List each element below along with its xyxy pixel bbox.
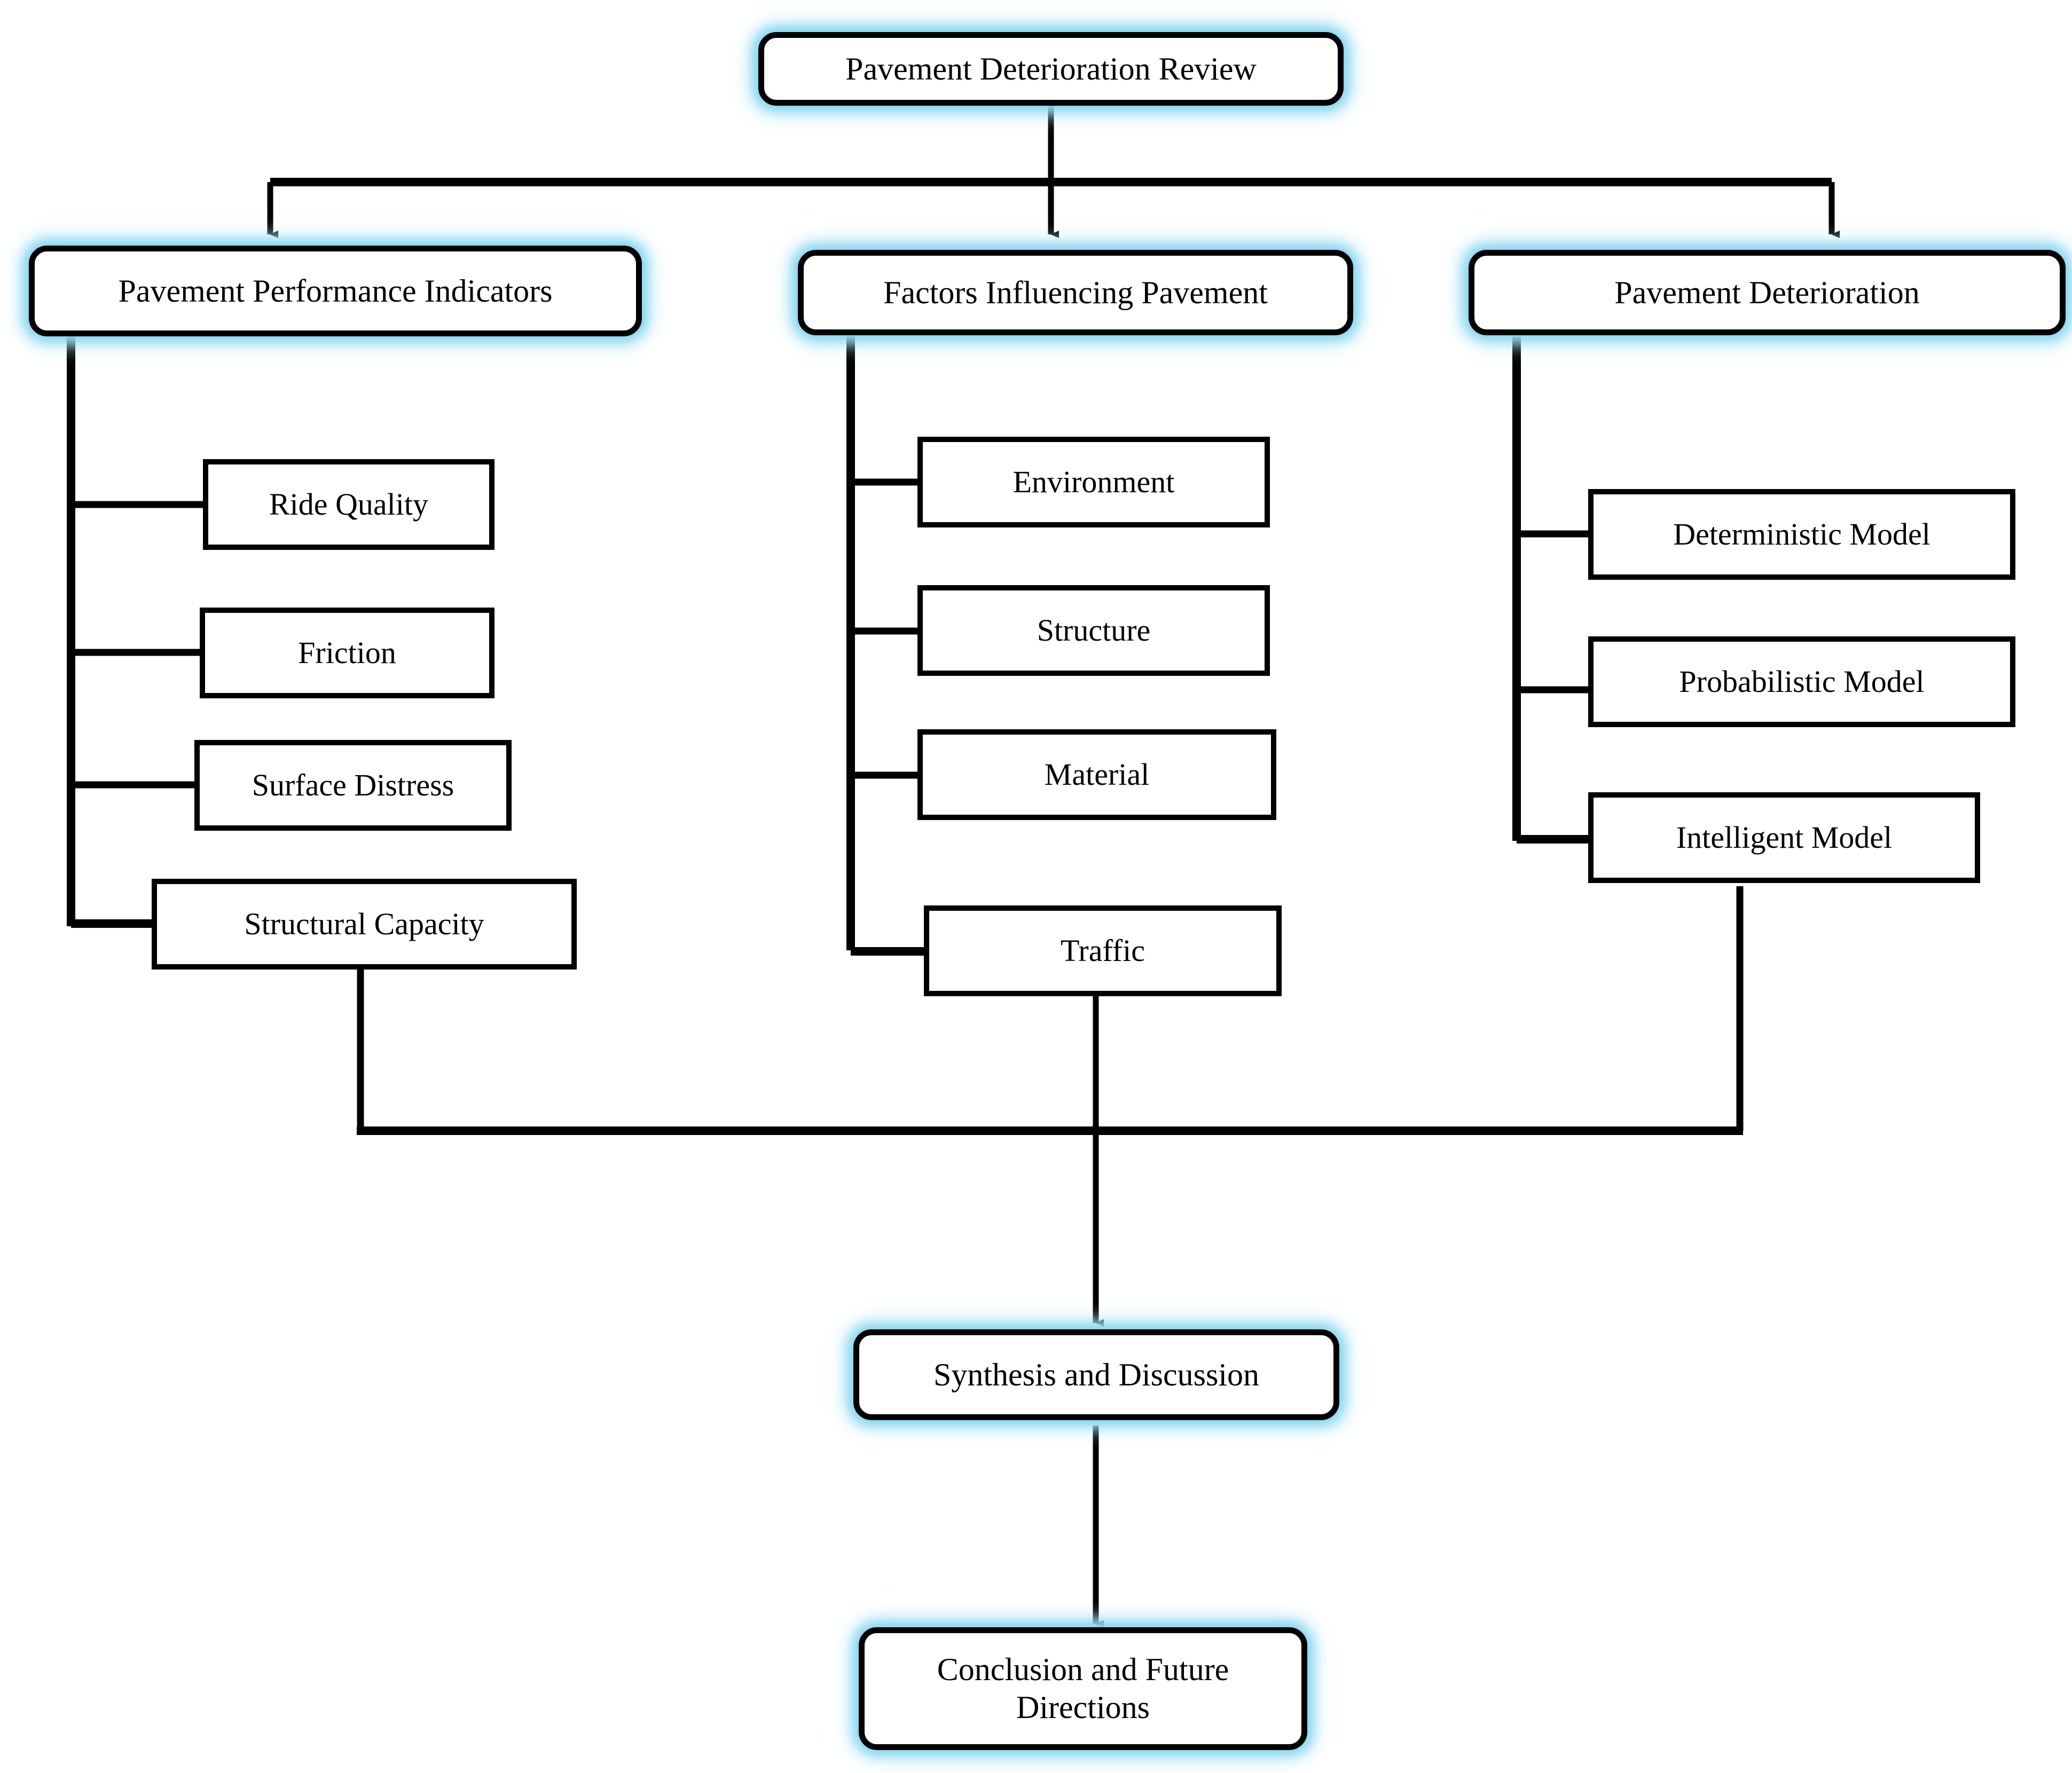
node-probabilistic-model[interactable]: Probabilistic Model — [1588, 636, 2015, 727]
node-label: Deterministic Model — [1673, 516, 1930, 551]
node-label: Surface Distress — [252, 767, 454, 802]
node-label: Material — [1044, 757, 1150, 792]
node-surface-distress[interactable]: Surface Distress — [194, 740, 512, 831]
node-pavement-deterioration-review[interactable]: Pavement Deterioration Review — [758, 32, 1344, 106]
node-traffic[interactable]: Traffic — [924, 905, 1282, 996]
node-label: Pavement Deterioration — [1614, 274, 1920, 310]
node-material[interactable]: Material — [917, 729, 1276, 820]
node-label: Synthesis and Discussion — [933, 1357, 1260, 1392]
node-ride-quality[interactable]: Ride Quality — [203, 459, 495, 550]
node-label: Ride Quality — [269, 486, 428, 522]
node-label: Structural Capacity — [244, 906, 484, 941]
node-label: Structure — [1037, 612, 1151, 648]
node-intelligent-model[interactable]: Intelligent Model — [1588, 792, 1980, 883]
node-label: Intelligent Model — [1676, 819, 1893, 855]
node-label: Conclusion and Future Directions — [937, 1652, 1229, 1725]
node-label: Factors Influencing Pavement — [883, 274, 1268, 310]
node-label: Pavement Performance Indicators — [118, 273, 553, 309]
node-environment[interactable]: Environment — [917, 437, 1270, 527]
node-structure[interactable]: Structure — [917, 585, 1270, 676]
node-label: Friction — [298, 635, 396, 670]
node-label: Traffic — [1061, 933, 1145, 968]
node-label: Environment — [1013, 464, 1175, 499]
node-label: Pavement Deterioration Review — [845, 51, 1257, 86]
node-structural-capacity[interactable]: Structural Capacity — [152, 879, 577, 970]
node-label: Probabilistic Model — [1679, 664, 1925, 699]
node-deterministic-model[interactable]: Deterministic Model — [1588, 489, 2015, 580]
node-factors-influencing-pavement[interactable]: Factors Influencing Pavement — [798, 250, 1353, 335]
node-pavement-performance-indicators[interactable]: Pavement Performance Indicators — [29, 246, 642, 336]
node-pavement-deterioration[interactable]: Pavement Deterioration — [1469, 250, 2066, 335]
node-synthesis-and-discussion[interactable]: Synthesis and Discussion — [853, 1329, 1339, 1420]
node-conclusion-and-future-directions[interactable]: Conclusion and Future Directions — [859, 1627, 1307, 1750]
node-friction[interactable]: Friction — [200, 608, 495, 698]
